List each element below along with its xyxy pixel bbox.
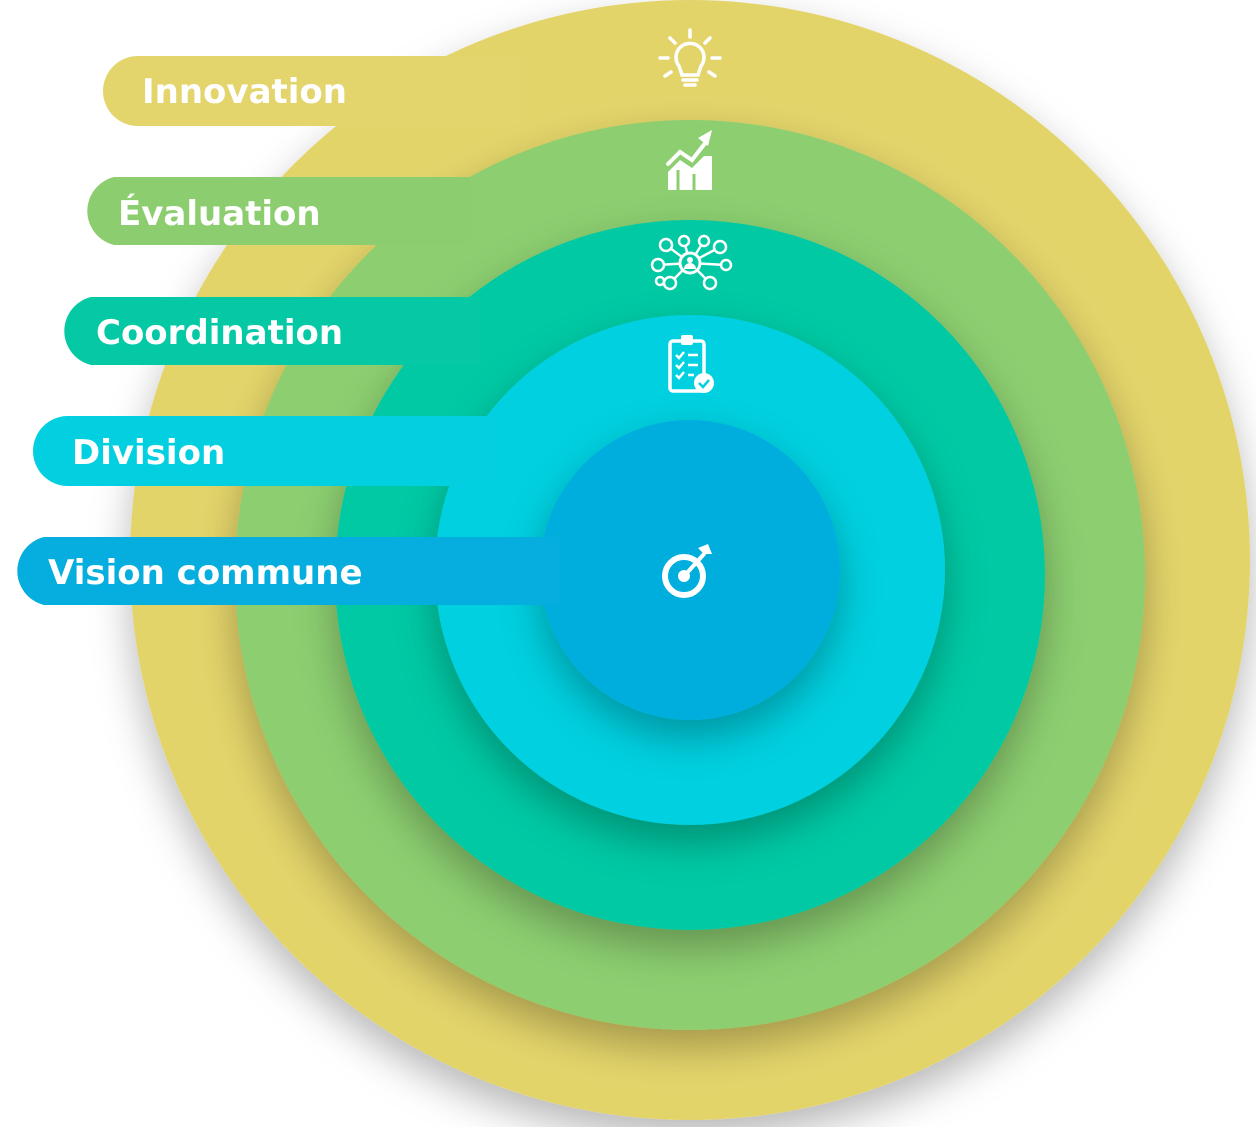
label-coordination: Coordination	[96, 313, 343, 353]
tab-division	[33, 416, 500, 486]
tab-vision	[17, 537, 561, 605]
tab-evaluation	[87, 177, 470, 245]
growth-chart-icon	[666, 130, 712, 190]
network-people-icon	[650, 234, 733, 291]
lightbulb-icon	[658, 28, 722, 87]
checklist-clipboard-icon	[668, 335, 714, 393]
tab-innovation	[103, 56, 520, 126]
target-arrow-icon	[662, 544, 712, 598]
label-evaluation: Évaluation	[118, 193, 321, 234]
label-innovation: Innovation	[142, 72, 347, 112]
label-division: Division	[72, 433, 225, 473]
label-vision: Vision commune	[48, 553, 363, 593]
layer-vision: Vision commune	[17, 420, 840, 720]
tab-coordination	[64, 297, 480, 365]
